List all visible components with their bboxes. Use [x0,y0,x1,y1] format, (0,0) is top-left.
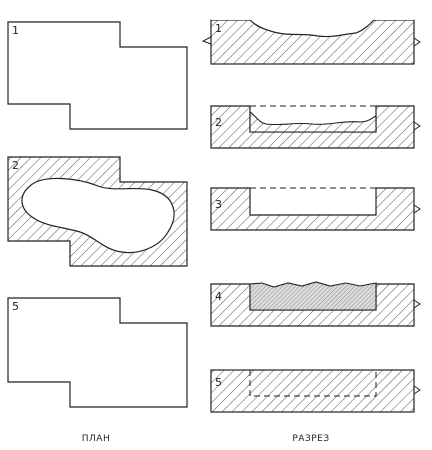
section-5-former-pit-outline [249,370,377,397]
section-1-surface-line [249,19,375,38]
plan-5: 5 [7,297,188,408]
section-1-break-left [201,36,212,45]
caption-plan: ПЛАН [82,434,110,444]
plan-2: 2 [7,156,188,267]
section-2-label: 2 [215,116,222,129]
section-5: 5 [210,369,421,413]
section-3-label: 3 [215,198,222,211]
section-1-break-right [413,37,421,47]
section-3-body [210,187,415,231]
section-3: 3 [210,187,421,231]
section-4-backfill [249,281,377,311]
section-4-label: 4 [215,290,222,303]
plan-1-label: 1 [12,24,19,37]
section-5-label: 5 [215,376,222,389]
section-1-surface-depression [211,19,414,37]
plan-2-pit-outline [21,177,175,254]
plan-1: 1 [7,21,188,130]
plan-1-outline [7,21,188,130]
plan-5-outline [7,297,188,408]
section-4: 4 [210,281,421,327]
section-2-break-right [413,121,421,131]
section-1: 1 [201,19,421,65]
caption-section: РАЗРЕЗ [292,434,329,444]
section-3-break-right [413,204,421,214]
section-2-sediment-layer [249,110,377,133]
section-2: 2 [210,105,421,149]
section-4-break-right [413,299,421,309]
plan-5-label: 5 [12,300,19,313]
section-5-body [210,369,415,413]
section-5-break-right [413,385,421,395]
plan-2-label: 2 [12,159,19,172]
section-1-label: 1 [215,22,222,35]
